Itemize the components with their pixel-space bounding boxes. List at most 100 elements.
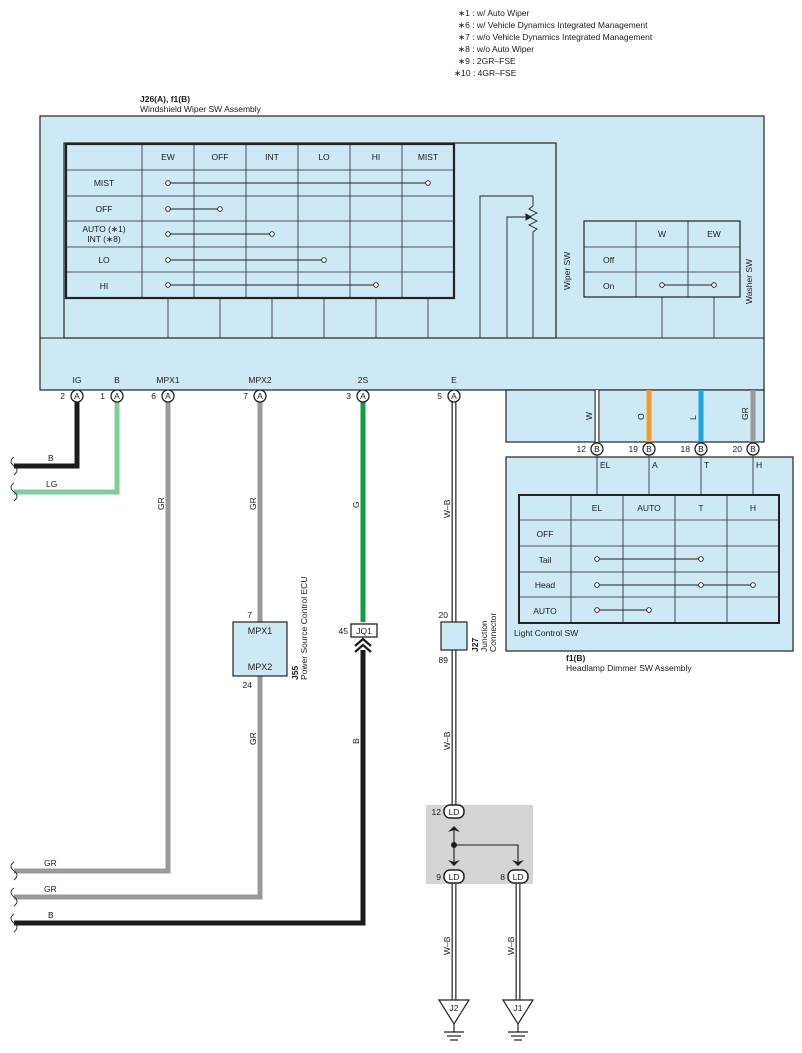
ld-label-right: LD [513, 872, 524, 882]
note-9: ∗9 : 2GR–FSE [458, 56, 516, 66]
ld-connector-right [507, 869, 529, 884]
row-off: OFF [96, 204, 113, 214]
ld-arrow-down-left-icon [448, 860, 460, 866]
ld-label-left: LD [449, 872, 460, 882]
ground-j1-label: J1 [514, 1003, 523, 1013]
light-wire-color-l: L [688, 415, 698, 420]
washer-col-ew: EW [707, 229, 721, 239]
lpin-20: 20 [733, 444, 743, 454]
lrow-off: OFF [537, 529, 554, 539]
terminal-e: E [451, 375, 457, 385]
wire-ig-black [14, 399, 80, 469]
lconn-t: B [698, 444, 704, 454]
wiper-assembly-name: Windshield Wiper SW Assembly [140, 104, 262, 114]
ld-splice-wires [451, 828, 519, 864]
wiper-table-headers: EW OFF INT LO HI MIST [161, 152, 438, 162]
junction-pin-top: 20 [439, 610, 449, 620]
ground-j1-icon [501, 999, 535, 1041]
ecu-box [232, 621, 288, 677]
light-table-connections [594, 556, 756, 613]
washer-row-off: Off [603, 255, 615, 265]
jq1-chevron-icon [354, 637, 372, 653]
light-terminal-stubs [596, 455, 754, 495]
ecu-name: Power Source Control ECU [299, 577, 309, 680]
ld-arrow-down-right-icon [512, 860, 524, 866]
ecu-pin-bottom: 24 [243, 680, 253, 690]
wiper-table-connections [165, 180, 431, 288]
conn-a-mpx2: A [257, 391, 263, 401]
conn-a-b: A [114, 391, 120, 401]
washer-sw-label: Washer SW [744, 259, 754, 304]
wiper-switch-table [64, 142, 456, 338]
row-hi: HI [100, 281, 109, 291]
terminal-ig: IG [73, 375, 82, 385]
terminal-2s: 2S [358, 375, 369, 385]
conn-a-e: A [451, 391, 457, 401]
lterm-el: EL [600, 460, 611, 470]
lpin-18: 18 [681, 444, 691, 454]
wire-label-gr-bottom2: GR [44, 884, 57, 894]
wire-label-wb-mid: W–B [442, 731, 452, 750]
ground-j2-label: J2 [450, 1003, 459, 1013]
lcol-t: T [698, 503, 703, 513]
wiper-table-rows: MIST OFF AUTO (∗1) INT (∗8) LO HI [82, 178, 125, 291]
headlamp-assembly-code: f1(B) [566, 653, 586, 663]
wire-label-gr-ecu: GR [248, 732, 258, 745]
washer-row-on: On [603, 281, 615, 291]
wire-label-wb-right: W–B [506, 936, 516, 955]
light-wire-color-gr: GR [740, 407, 750, 420]
lterm-t: T [704, 460, 709, 470]
light-wire-color-o: O [636, 413, 646, 420]
wiper-connectors: 2 A 1 A 6 A 7 A 3 A 5 A [60, 389, 461, 403]
wire-label-gr-bottom1: GR [44, 858, 57, 868]
light-wire-box [505, 389, 765, 443]
wiper-assembly-code: J26(A), f1(B) [140, 94, 190, 104]
conn-a-2s: A [360, 391, 366, 401]
pin-7: 7 [243, 391, 248, 401]
note-7: ∗7 : w/o Vehicle Dynamics Integrated Man… [458, 32, 653, 42]
light-control-box [505, 456, 794, 652]
ecu-pin-top: 7 [247, 610, 252, 620]
ld-connector-top [443, 804, 465, 819]
terminal-mpx2: MPX2 [248, 375, 271, 385]
ecu-label-mpx1: MPX1 [248, 626, 273, 636]
wire-label-b-jq1: B [351, 738, 361, 744]
row-auto: AUTO (∗1) [82, 224, 125, 234]
notes-list: ∗1 : w/ Auto Wiper ∗6 : w/ Vehicle Dynam… [454, 8, 653, 78]
pin-1: 1 [100, 391, 105, 401]
washer-switch-table [583, 220, 741, 338]
terminal-b: B [114, 375, 120, 385]
jq1-box [350, 623, 378, 638]
pin-2: 2 [60, 391, 65, 401]
pin-5: 5 [437, 391, 442, 401]
light-control-sw-label: Light Control SW [514, 628, 578, 638]
headlamp-assembly-name: Headlamp Dimmer SW Assembly [566, 663, 692, 673]
ecu-code: J55 [290, 666, 300, 680]
note-10: ∗10 : 4GR–FSE [454, 68, 517, 78]
wire-mpx1-gray [14, 399, 171, 874]
lterm-a: A [652, 460, 658, 470]
junction-name-1: Junction [479, 620, 489, 652]
note-8: ∗8 : w/o Auto Wiper [458, 44, 534, 54]
ld-pin-right: 8 [500, 872, 505, 882]
wire-wb-lower [451, 884, 521, 1000]
wire-label-wb-upper: W–B [442, 499, 452, 518]
conn-a-mpx1: A [165, 391, 171, 401]
junction-name-2: Connector [488, 613, 498, 652]
light-connectors: 12 B 19 B 18 B 20 B [577, 442, 760, 456]
wire-label-g: G [351, 501, 361, 508]
lcol-h: H [750, 503, 756, 513]
ecu-label-mpx2: MPX2 [248, 662, 273, 672]
washer-col-w: W [658, 229, 666, 239]
wire-label-wb-left: W–B [442, 936, 452, 955]
col-lo: LO [318, 152, 330, 162]
light-switch-table [518, 494, 780, 624]
row-int: INT (∗8) [87, 234, 121, 244]
lcol-el: EL [592, 503, 603, 513]
lpin-19: 19 [629, 444, 639, 454]
jq1-pin: 45 [339, 626, 349, 636]
ld-pin-left: 9 [436, 872, 441, 882]
col-off: OFF [212, 152, 229, 162]
wire-break-marks [10, 456, 18, 933]
